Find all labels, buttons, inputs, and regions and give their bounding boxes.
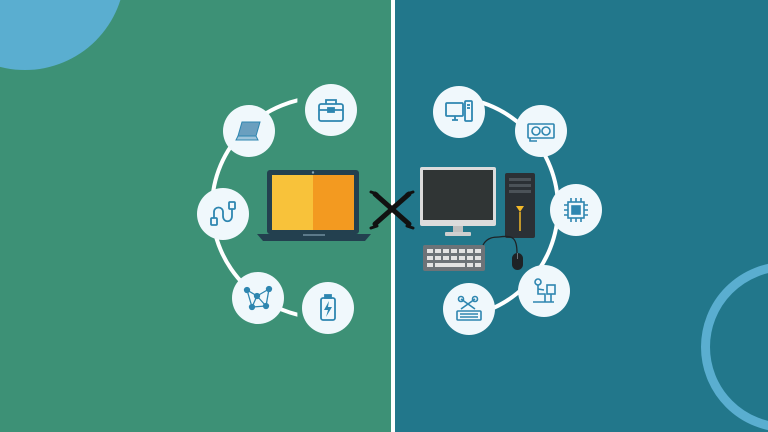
cross-icon xyxy=(369,190,415,230)
processor-chip-icon xyxy=(550,184,602,236)
usb-cable-icon xyxy=(197,188,249,240)
briefcase-icon xyxy=(305,84,357,136)
laptop-panel xyxy=(0,0,391,432)
battery-icon xyxy=(302,282,354,334)
decorative-circle xyxy=(0,0,125,70)
decorative-ring xyxy=(701,262,768,432)
network-nodes-icon xyxy=(232,272,284,324)
keyboard-tools-icon xyxy=(443,283,495,335)
desktop-panel xyxy=(395,0,768,432)
laptop-icon xyxy=(223,105,275,157)
graphics-card-icon xyxy=(515,105,567,157)
desktop-pc-illustration xyxy=(420,167,535,271)
person-at-desk-icon xyxy=(518,265,570,317)
desktop-computer-icon xyxy=(433,86,485,138)
laptop-illustration xyxy=(257,170,371,241)
